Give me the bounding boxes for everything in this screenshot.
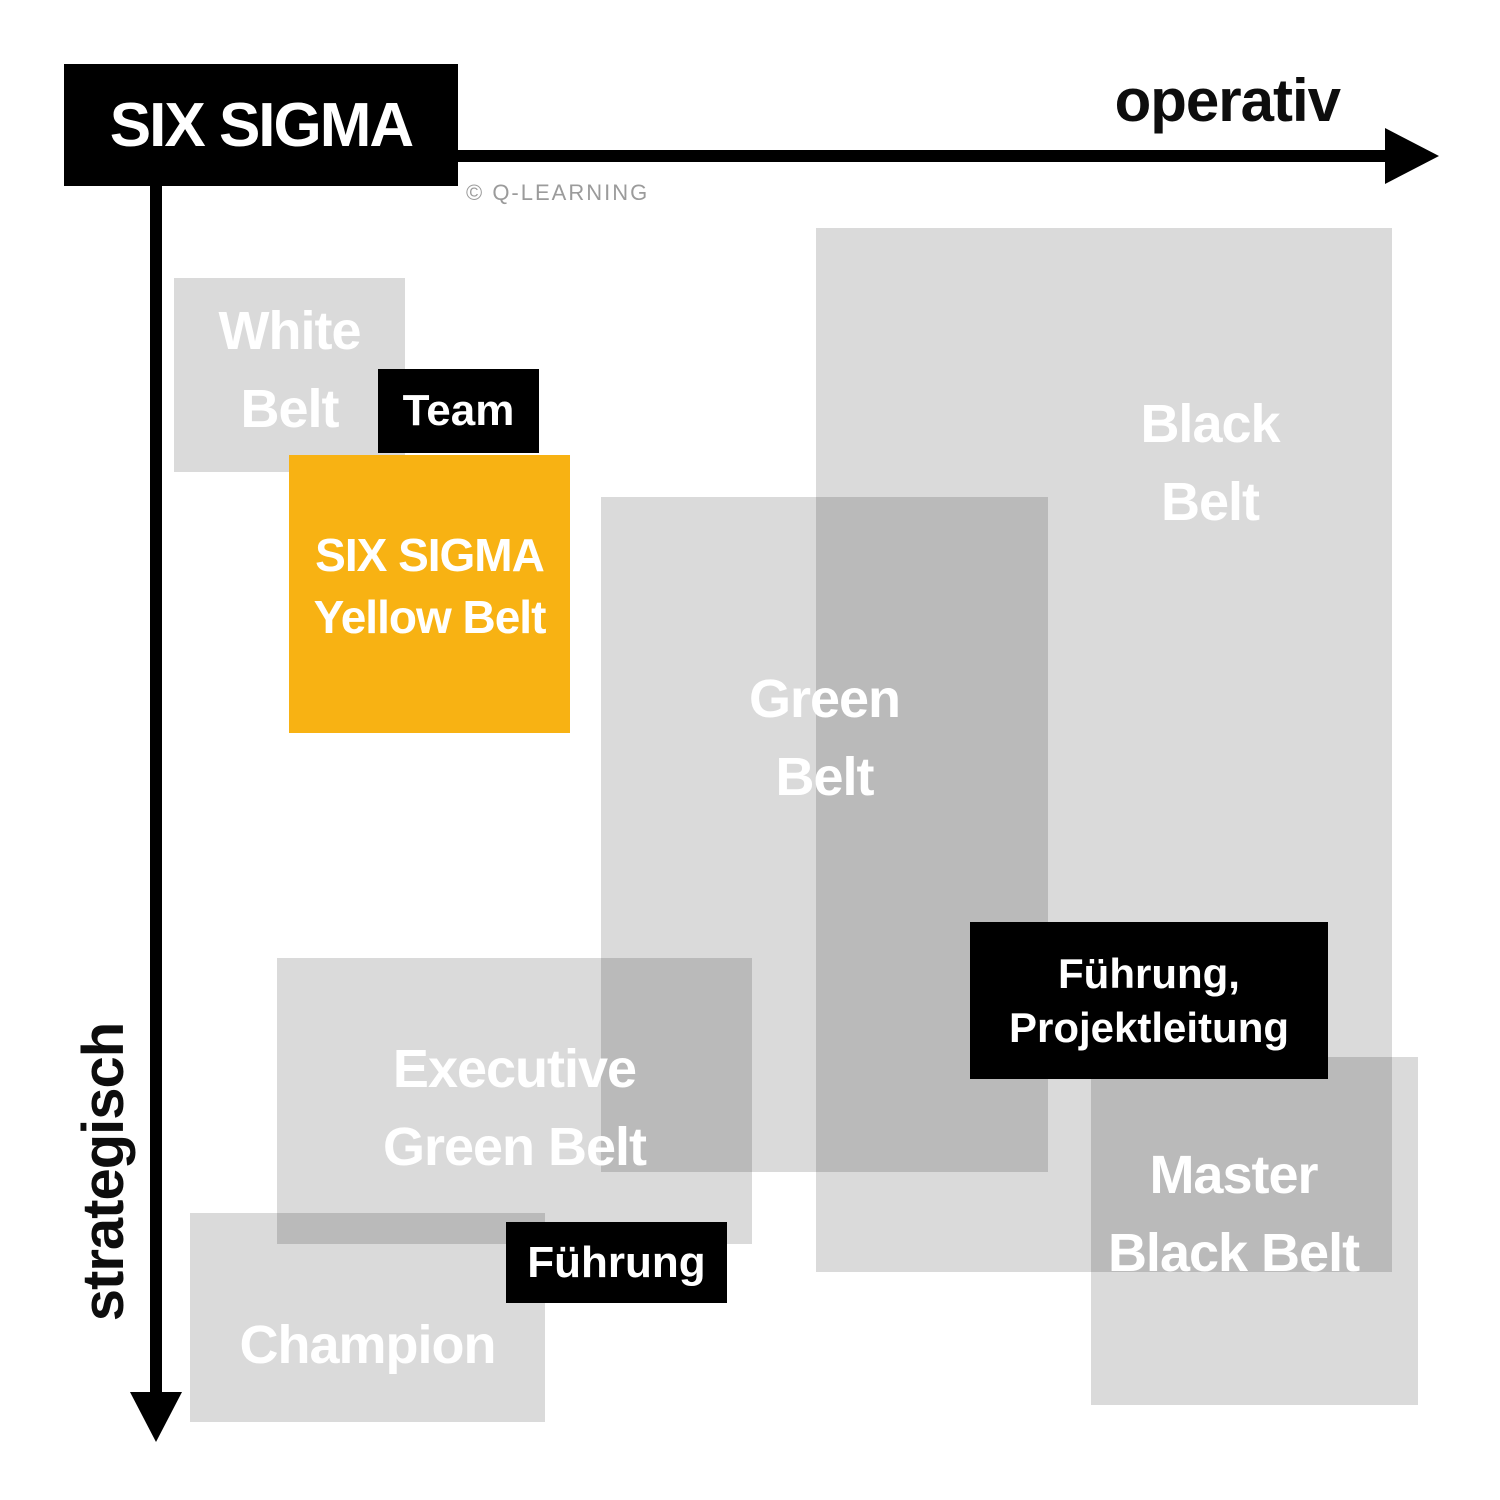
y-axis-label: strategisch xyxy=(71,1022,136,1322)
diagram-title-box: SIX SIGMA xyxy=(64,64,458,186)
yellow-belt-label: SIX SIGMA Yellow Belt xyxy=(313,529,547,643)
black-belt-box xyxy=(816,228,1392,1272)
diagram-title: SIX SIGMA xyxy=(109,90,414,160)
fuehrung-tag: Führung xyxy=(506,1222,727,1303)
fuehrung-projektleitung-tag: Führung, Projektleitung xyxy=(970,922,1328,1079)
white-belt-box xyxy=(174,278,405,472)
white-belt-label: White Belt xyxy=(218,301,362,439)
black-belt-label: Black Belt xyxy=(1140,394,1280,532)
green-belt-label: Green Belt xyxy=(748,669,901,807)
team-tag: Team xyxy=(378,369,539,453)
x-axis-label: operativ xyxy=(1114,67,1341,134)
x-axis-arrowhead-icon xyxy=(1385,128,1439,184)
y-axis-line xyxy=(150,100,162,1396)
master-black-belt-label: Master Black Belt xyxy=(1107,1145,1360,1283)
executive-green-belt-label: Executive Green Belt xyxy=(382,1039,647,1177)
executive-green-belt-box xyxy=(277,958,752,1244)
champion-box xyxy=(190,1213,545,1422)
master-black-belt-box xyxy=(1091,1057,1418,1405)
champion-label: Champion xyxy=(239,1315,497,1375)
copyright-note: © Q-LEARNING xyxy=(466,180,650,205)
yellow-belt-box xyxy=(289,455,570,733)
y-axis-arrowhead-icon xyxy=(130,1392,182,1442)
